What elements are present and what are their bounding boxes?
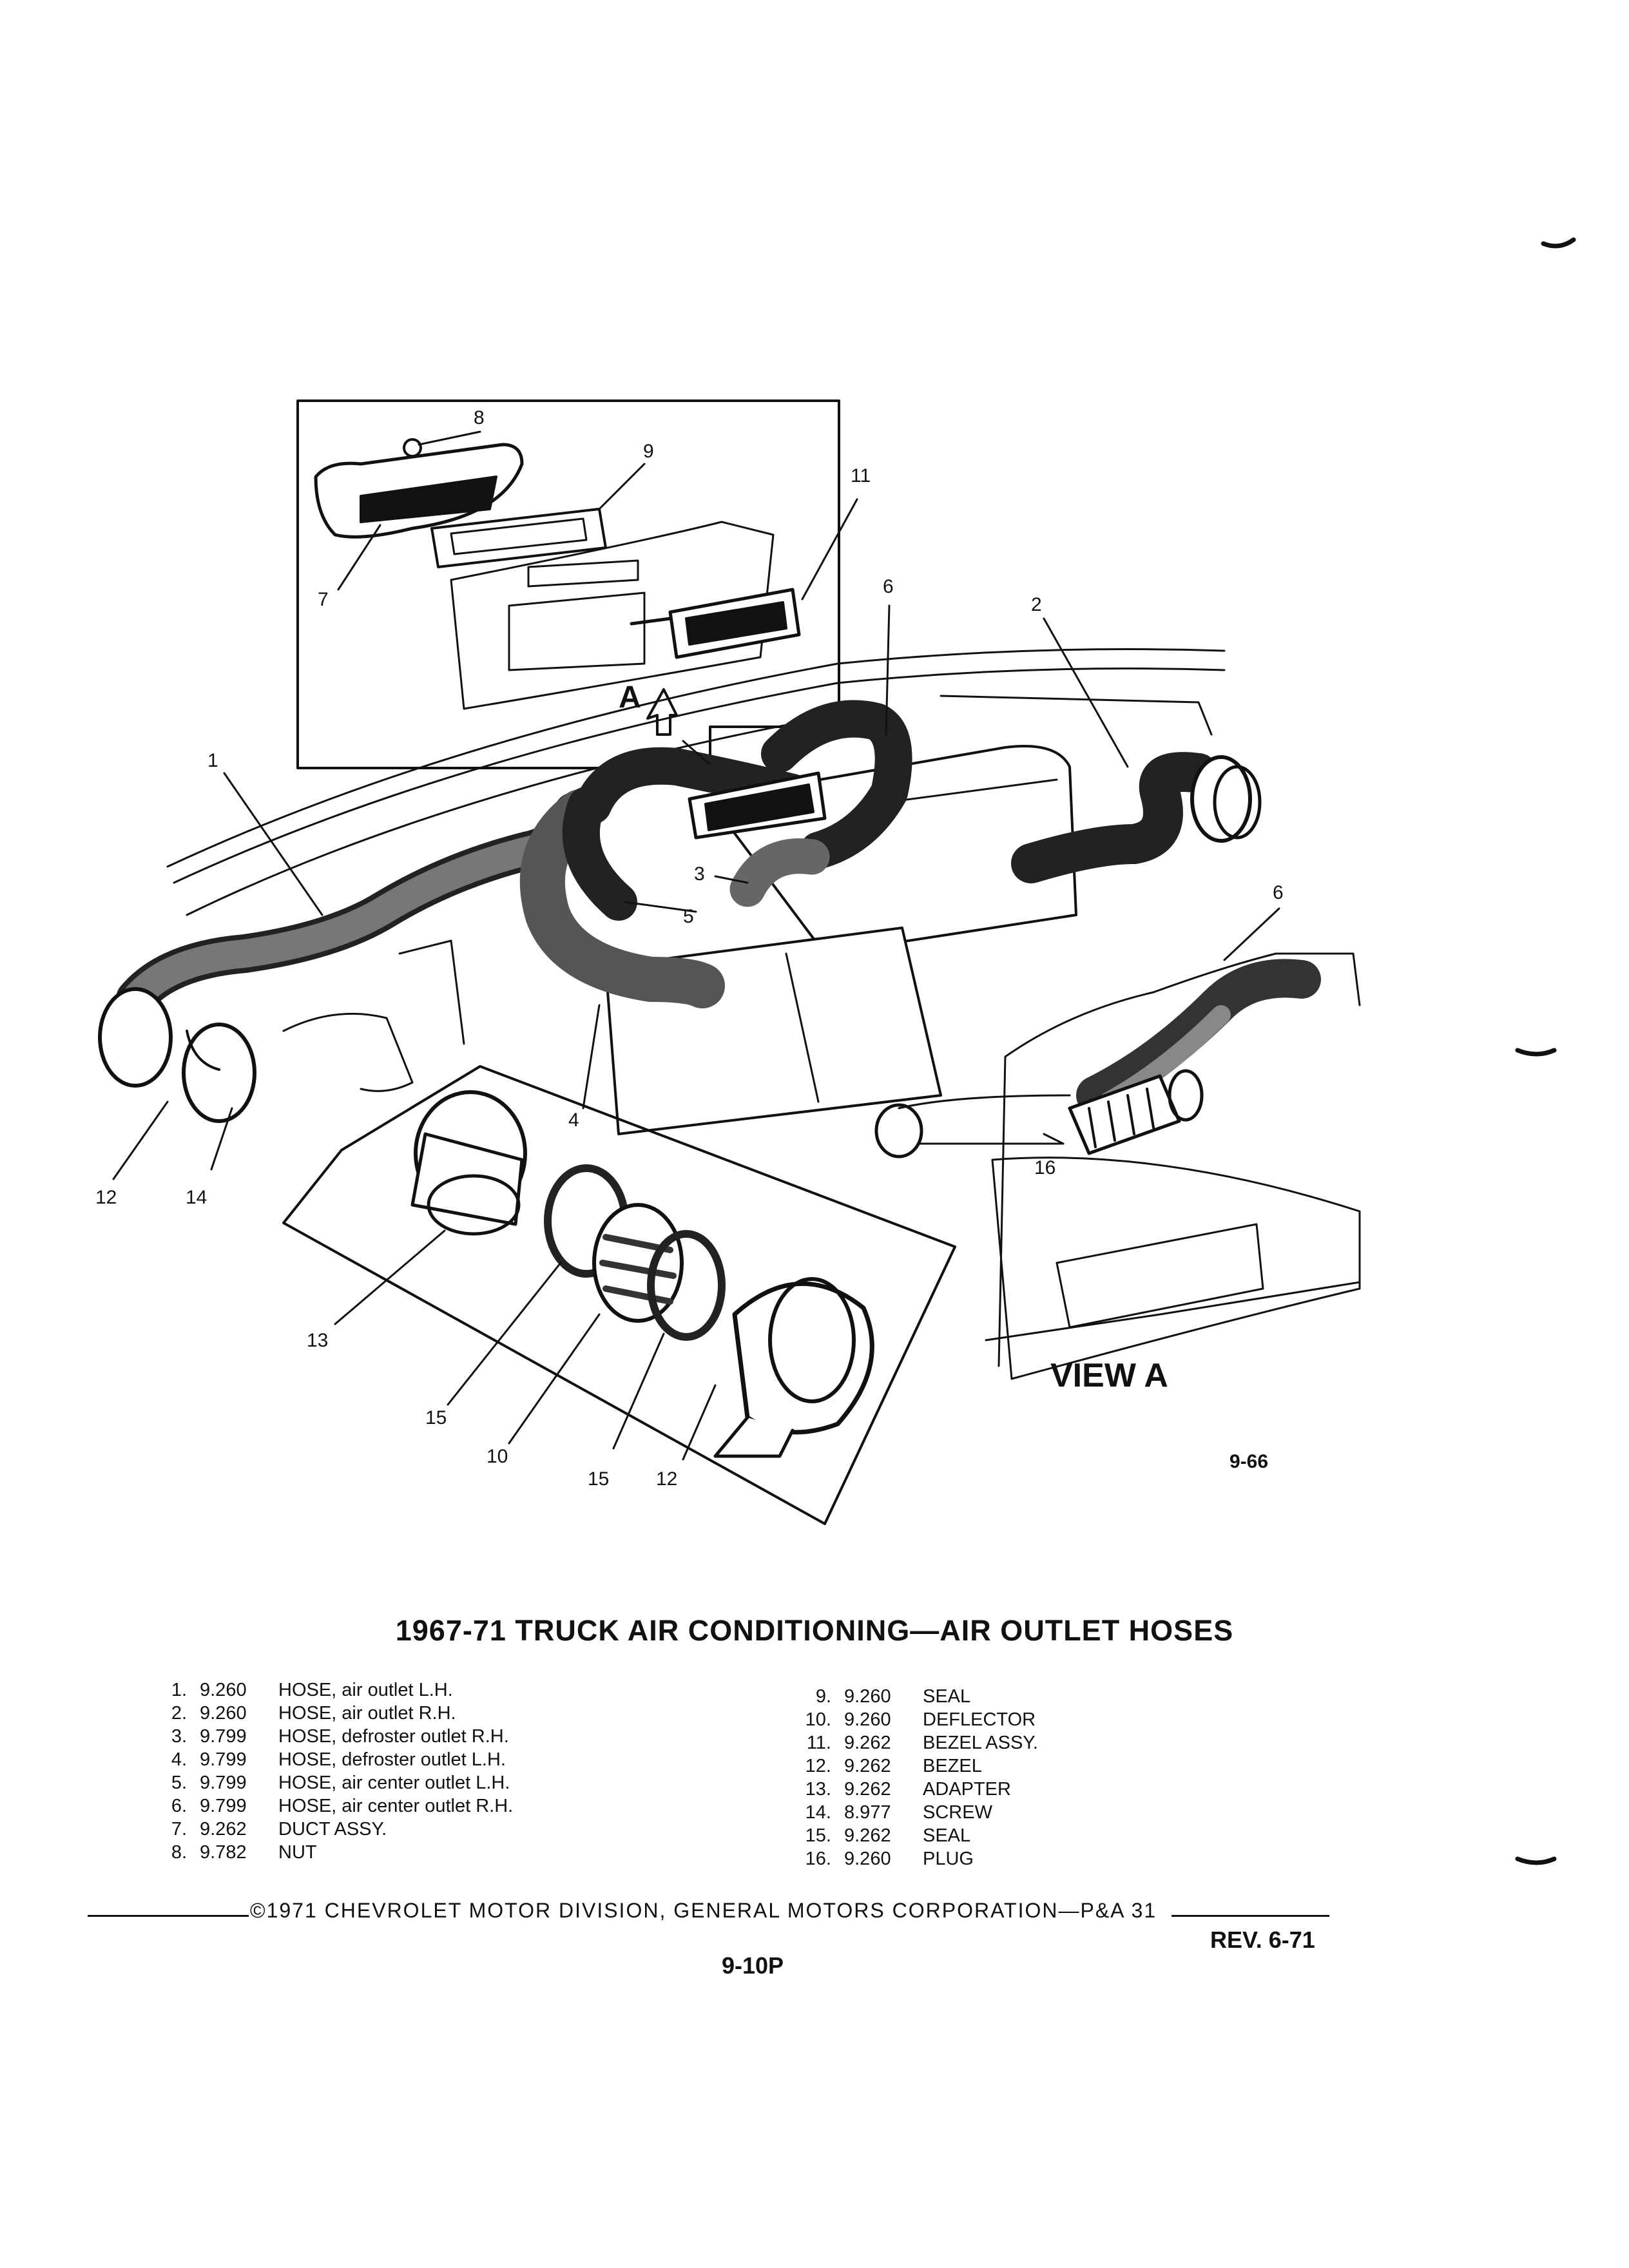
callout-13: 13 xyxy=(307,1330,328,1351)
figure-id: 9-66 xyxy=(1229,1451,1268,1472)
nut-shape xyxy=(403,438,422,457)
view-a-arrow-label: A xyxy=(619,680,641,715)
callout-15-second: 15 xyxy=(588,1468,609,1490)
callout-8: 8 xyxy=(474,407,485,428)
callout-7: 7 xyxy=(318,589,329,610)
callout-10: 10 xyxy=(487,1446,508,1467)
callout-1: 1 xyxy=(207,750,218,771)
callout-5: 5 xyxy=(683,906,694,927)
page-edge-marks xyxy=(1515,237,1576,1865)
plug-shape xyxy=(1068,1074,1181,1155)
view-a-detail xyxy=(874,952,1361,1380)
page-number: 9-10P xyxy=(722,1952,784,1979)
revision-label: REV. 6-71 xyxy=(1210,1927,1315,1953)
footer-rule-left xyxy=(88,1915,249,1917)
callout-9: 9 xyxy=(643,441,654,462)
callout-labels: 8 9 7 11 6 2 1 3 5 4 12 14 13 15 10 15 1… xyxy=(95,407,1284,1490)
view-a-label: VIEW A xyxy=(1050,1357,1168,1394)
callout-6: 6 xyxy=(883,576,894,597)
callout-4: 4 xyxy=(568,1110,579,1131)
hose-center-right xyxy=(761,700,912,869)
callout-3: 3 xyxy=(694,863,705,885)
page-title: 1967-71 TRUCK AIR CONDITIONING—AIR OUTLE… xyxy=(395,1614,1234,1647)
callout-16: 16 xyxy=(1034,1157,1055,1178)
callout-11: 11 xyxy=(851,465,871,486)
copyright-line: ©1971 CHEVROLET MOTOR DIVISION, GENERAL … xyxy=(250,1899,1157,1922)
footer-rule-right xyxy=(1171,1915,1329,1917)
inset-detail-panel xyxy=(296,399,840,769)
callout-14: 14 xyxy=(186,1187,207,1208)
callout-6-view-a: 6 xyxy=(1273,882,1284,903)
callout-12-second: 12 xyxy=(656,1468,677,1490)
callout-15: 15 xyxy=(425,1407,447,1428)
hose-right xyxy=(1011,752,1219,883)
callout-2: 2 xyxy=(1031,594,1042,615)
callout-12: 12 xyxy=(95,1187,117,1208)
hose-defroster-left xyxy=(519,789,725,1008)
exploded-outlet-panel xyxy=(282,1065,956,1525)
main-assembly xyxy=(98,648,1262,1135)
leader-lines xyxy=(112,430,1280,1461)
